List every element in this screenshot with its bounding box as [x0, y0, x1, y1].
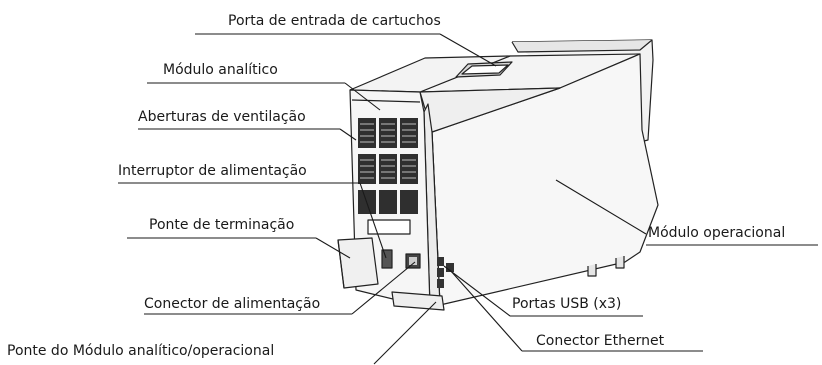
callout-power-switch: Interruptor de alimentação	[118, 163, 360, 184]
label-ventilation: Aberturas de ventilação	[138, 109, 306, 125]
usb-ports-part	[437, 257, 444, 288]
callout-power-connector: Conector de alimentação	[144, 296, 352, 315]
power-switch-part	[381, 249, 393, 269]
leader-module-bridge	[373, 301, 437, 365]
label-power-connector: Conector de alimentação	[144, 296, 320, 312]
leader-operational-module	[555, 179, 647, 235]
leader-analytical-module	[344, 82, 381, 111]
callout-ventilation: Aberturas de ventilação	[138, 109, 340, 130]
leader-lines	[315, 33, 647, 365]
label-ethernet: Conector Ethernet	[536, 333, 665, 349]
device-illustration	[337, 39, 659, 311]
callout-analytical-module: Módulo analítico	[147, 62, 345, 84]
label-analytical-module: Módulo analítico	[163, 62, 278, 78]
callout-usb-ports: Portas USB (x3)	[510, 296, 643, 317]
leader-power-switch	[359, 182, 387, 259]
leader-usb-ports	[443, 265, 511, 317]
callout-ethernet: Conector Ethernet	[522, 333, 703, 352]
ethernet-port-part	[446, 263, 454, 272]
leader-power-connector	[351, 261, 416, 315]
label-module-bridge: Ponte do Módulo analítico/operacional	[7, 343, 274, 359]
label-power-switch: Interruptor de alimentação	[118, 163, 307, 179]
label-cartridge-port: Porta de entrada de cartuchos	[228, 13, 441, 29]
label-usb-ports: Portas USB (x3)	[512, 296, 621, 312]
leader-termination-bridge	[315, 237, 351, 259]
label-operational-module: Módulo operacional	[648, 225, 785, 241]
callout-termination-bridge: Ponte de terminação	[127, 217, 316, 239]
leader-ethernet	[449, 269, 523, 352]
leader-cartridge-port	[439, 33, 497, 67]
leader-ventilation	[339, 128, 357, 141]
callout-cartridge-port: Porta de entrada de cartuchos	[195, 13, 441, 35]
callout-operational-module: Módulo operacional	[646, 225, 818, 246]
callout-module-bridge: Ponte do Módulo analítico/operacional	[7, 343, 274, 359]
label-termination-bridge: Ponte de terminação	[149, 217, 294, 233]
label-plate	[367, 219, 411, 235]
module-bridge-part	[391, 291, 445, 311]
termination-bridge-block	[337, 237, 379, 289]
